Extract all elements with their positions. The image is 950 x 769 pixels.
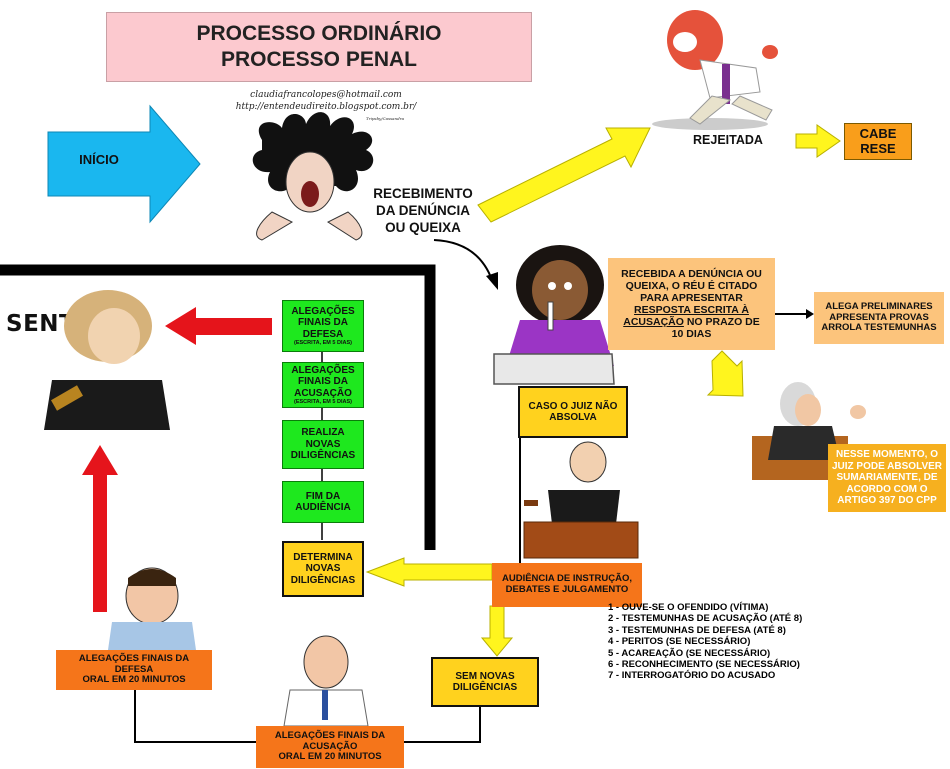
prosecution-written-line-1: ALEGAÇÕES (291, 364, 355, 376)
no-diligences-line-2: DILIGÊNCIAS (452, 682, 518, 693)
arrow-to-diligences (365, 557, 493, 587)
acquittal-line-4: ACORDO COM O (846, 483, 928, 495)
oral-prosecution-line-2: ACUSAÇÃO (302, 740, 358, 752)
title-line-1: PROCESSO ORDINÁRIO (196, 22, 442, 45)
curved-arrow (433, 239, 493, 281)
oral-defense-box: ALEGAÇÕES FINAIS DA DEFESA ORAL EM 20 MI… (56, 650, 212, 690)
rejected-label: REJEITADA (693, 133, 763, 147)
rese-box: CABE RESE (844, 123, 912, 160)
orders-line-2: NOVAS (305, 563, 341, 575)
defense-written-line-2: FINAIS DA (298, 317, 348, 329)
acquittal-line-5: ARTIGO 397 DO CPP (837, 495, 937, 507)
credits: claudiafrancolopes@hotmail.com http://en… (226, 89, 426, 125)
orders-diligences-box: DETERMINA NOVAS DILIGÊNCIAS (282, 541, 364, 597)
receipt-line-2: DA DENÚNCIA (376, 203, 470, 218)
defense-written-note: (ESCRITA, EM 5 DIAS) (294, 340, 352, 347)
arrow-to-rese (795, 124, 841, 158)
citation-box: RECEBIDA A DENÚNCIA OU QUEIXA, O RÉU É C… (608, 258, 775, 350)
sentence-label: SENTENÇA (6, 311, 147, 337)
start-label: INÍCIO (79, 152, 119, 167)
defense-claim-2: APRESENTA PROVAS (829, 311, 929, 323)
not-acquit-box: CASO O JUIZ NÃO ABSOLVA (518, 386, 628, 438)
hearing-step: 4 - PERITOS (SE NECESSÁRIO) (608, 636, 751, 648)
receipt-line-3: OU QUEIXA (385, 220, 461, 235)
acquittal-line-1: NESSE MOMENTO, O (835, 449, 939, 461)
frame-line (0, 264, 436, 550)
citation-line-5: ACUSAÇÃO NO PRAZO DE (623, 316, 760, 328)
arrow-to-rejected (477, 127, 651, 223)
hearing-steps-list: 1 - OUVE-SE O OFENDIDO (VÍTIMA) 2 - TEST… (608, 602, 802, 682)
arrow-up-to-sentence (82, 445, 118, 612)
arrow-to-no-diligences (480, 605, 514, 657)
citation-line-6: 10 DIAS (671, 328, 712, 341)
credit-blog: http://entendeudireito.blogspot.com.br/ (235, 102, 417, 112)
defense-claim-1: ALEGA PRELIMINARES (825, 300, 933, 312)
acquittal-line-3: SUMARIAMENTE, DE (836, 472, 938, 484)
title-box: PROCESSO ORDINÁRIO PROCESSO PENAL (106, 12, 532, 82)
prosecution-written-note: (ESCRITA, EM 5 DIAS) (294, 399, 352, 406)
citation-underlined-1: RESPOSTA ESCRITA À (634, 304, 749, 316)
defense-written-box: ALEGAÇÕES FINAIS DA DEFESA (ESCRITA, EM … (282, 300, 364, 352)
oral-prosecution-line-3: ORAL EM 20 MINUTOS (278, 751, 382, 763)
defense-claim-3: ARROLA TESTEMUNHAS (821, 322, 937, 334)
citation-line-2: QUEIXA, O RÉU É CITADO (625, 279, 758, 292)
hearing-step: 7 - INTERROGATÓRIO DO ACUSADO (608, 670, 776, 682)
oral-defense-line-1: ALEGAÇÕES FINAIS DA (78, 652, 190, 664)
end-hearing-box: FIM DA AUDIÊNCIA (282, 481, 364, 523)
defense-written-line-1: ALEGAÇÕES (291, 305, 355, 317)
new-diligences-line-3: DILIGÊNCIAS (290, 450, 356, 462)
prosecution-written-box: ALEGAÇÕES FINAIS DA ACUSAÇÃO (ESCRITA, E… (282, 362, 364, 408)
hearing-step: 1 - OUVE-SE O OFENDIDO (VÍTIMA) (608, 602, 769, 613)
hearing-line-2: DEBATES E JULGAMENTO (505, 584, 629, 595)
hearing-line-1: AUDIÊNCIA DE INSTRUÇÃO, (501, 573, 632, 585)
defense-claims-box: ALEGA PRELIMINARES APRESENTA PROVAS ARRO… (814, 292, 944, 344)
oral-defense-line-2: DEFESA (114, 663, 154, 675)
defense-written-line-3: DEFESA (302, 328, 344, 340)
no-diligences-box: SEM NOVAS DILIGÊNCIAS (431, 657, 539, 707)
hearing-step: 2 - TESTEMUNHAS DE ACUSAÇÃO (ATÉ 8) (608, 613, 803, 625)
hearing-step: 5 - ACAREAÇÃO (SE NECESSÁRIO) (608, 647, 771, 659)
no-diligences-line-1: SEM NOVAS (455, 670, 515, 682)
prosecution-written-line-2: FINAIS DA (298, 376, 348, 388)
citation-line-1: RECEBIDA A DENÚNCIA OU (621, 267, 762, 280)
title-line-2: PROCESSO PENAL (220, 48, 418, 71)
start-arrow-shape (47, 104, 201, 224)
oral-prosecution-line-1: ALEGAÇÕES FINAIS DA (274, 729, 386, 741)
new-diligences-line-1: REALIZA (301, 427, 345, 439)
arrow-to-sentence (165, 307, 272, 345)
rese-line-2: RESE (860, 140, 896, 156)
citation-line-5-rest: NO PRAZO DE (683, 316, 760, 329)
acquittal-line-2: JUIZ PODE ABSOLVER (831, 460, 942, 472)
new-diligences-box: REALIZA NOVAS DILIGÊNCIAS (282, 420, 364, 469)
artist-signature: Tripsby/Cassandra (365, 116, 404, 121)
hearing-box: AUDIÊNCIA DE INSTRUÇÃO, DEBATES E JULGAM… (492, 563, 642, 607)
orders-line-1: DETERMINA (293, 551, 353, 563)
end-hearing-line-2: AUDIÊNCIA (295, 502, 351, 513)
orders-line-3: DILIGÊNCIAS (290, 574, 356, 586)
prosecution-written-line-3: ACUSAÇÃO (294, 387, 352, 399)
citation-line-3: PARA APRESENTAR (640, 291, 743, 304)
oral-defense-line-3: ORAL EM 20 MINUTOS (82, 674, 186, 686)
rese-line-1: CABE (859, 125, 897, 141)
hearing-step: 6 - RECONHECIMENTO (SE NECESSÁRIO) (608, 659, 800, 671)
receipt-label: RECEBIMENTO DA DENÚNCIA OU QUEIXA (364, 185, 482, 236)
summary-acquittal-box: NESSE MOMENTO, O JUIZ PODE ABSOLVER SUMA… (828, 444, 946, 512)
end-hearing-line-1: FIM DA (305, 490, 341, 502)
receipt-line-1: RECEBIMENTO (373, 186, 473, 201)
credit-email: claudiafrancolopes@hotmail.com (250, 90, 402, 100)
citation-underlined-2: ACUSAÇÃO (623, 316, 684, 329)
oral-prosecution-box: ALEGAÇÕES FINAIS DA ACUSAÇÃO ORAL EM 20 … (256, 726, 404, 768)
new-diligences-line-2: NOVAS (305, 438, 341, 450)
hearing-step: 3 - TESTEMUNHAS DE DEFESA (ATÉ 8) (608, 624, 786, 636)
not-acquit-line-1: CASO O JUIZ NÃO (528, 400, 618, 412)
arrow-to-acquittal (706, 350, 744, 397)
not-acquit-line-2: ABSOLVA (549, 412, 597, 423)
